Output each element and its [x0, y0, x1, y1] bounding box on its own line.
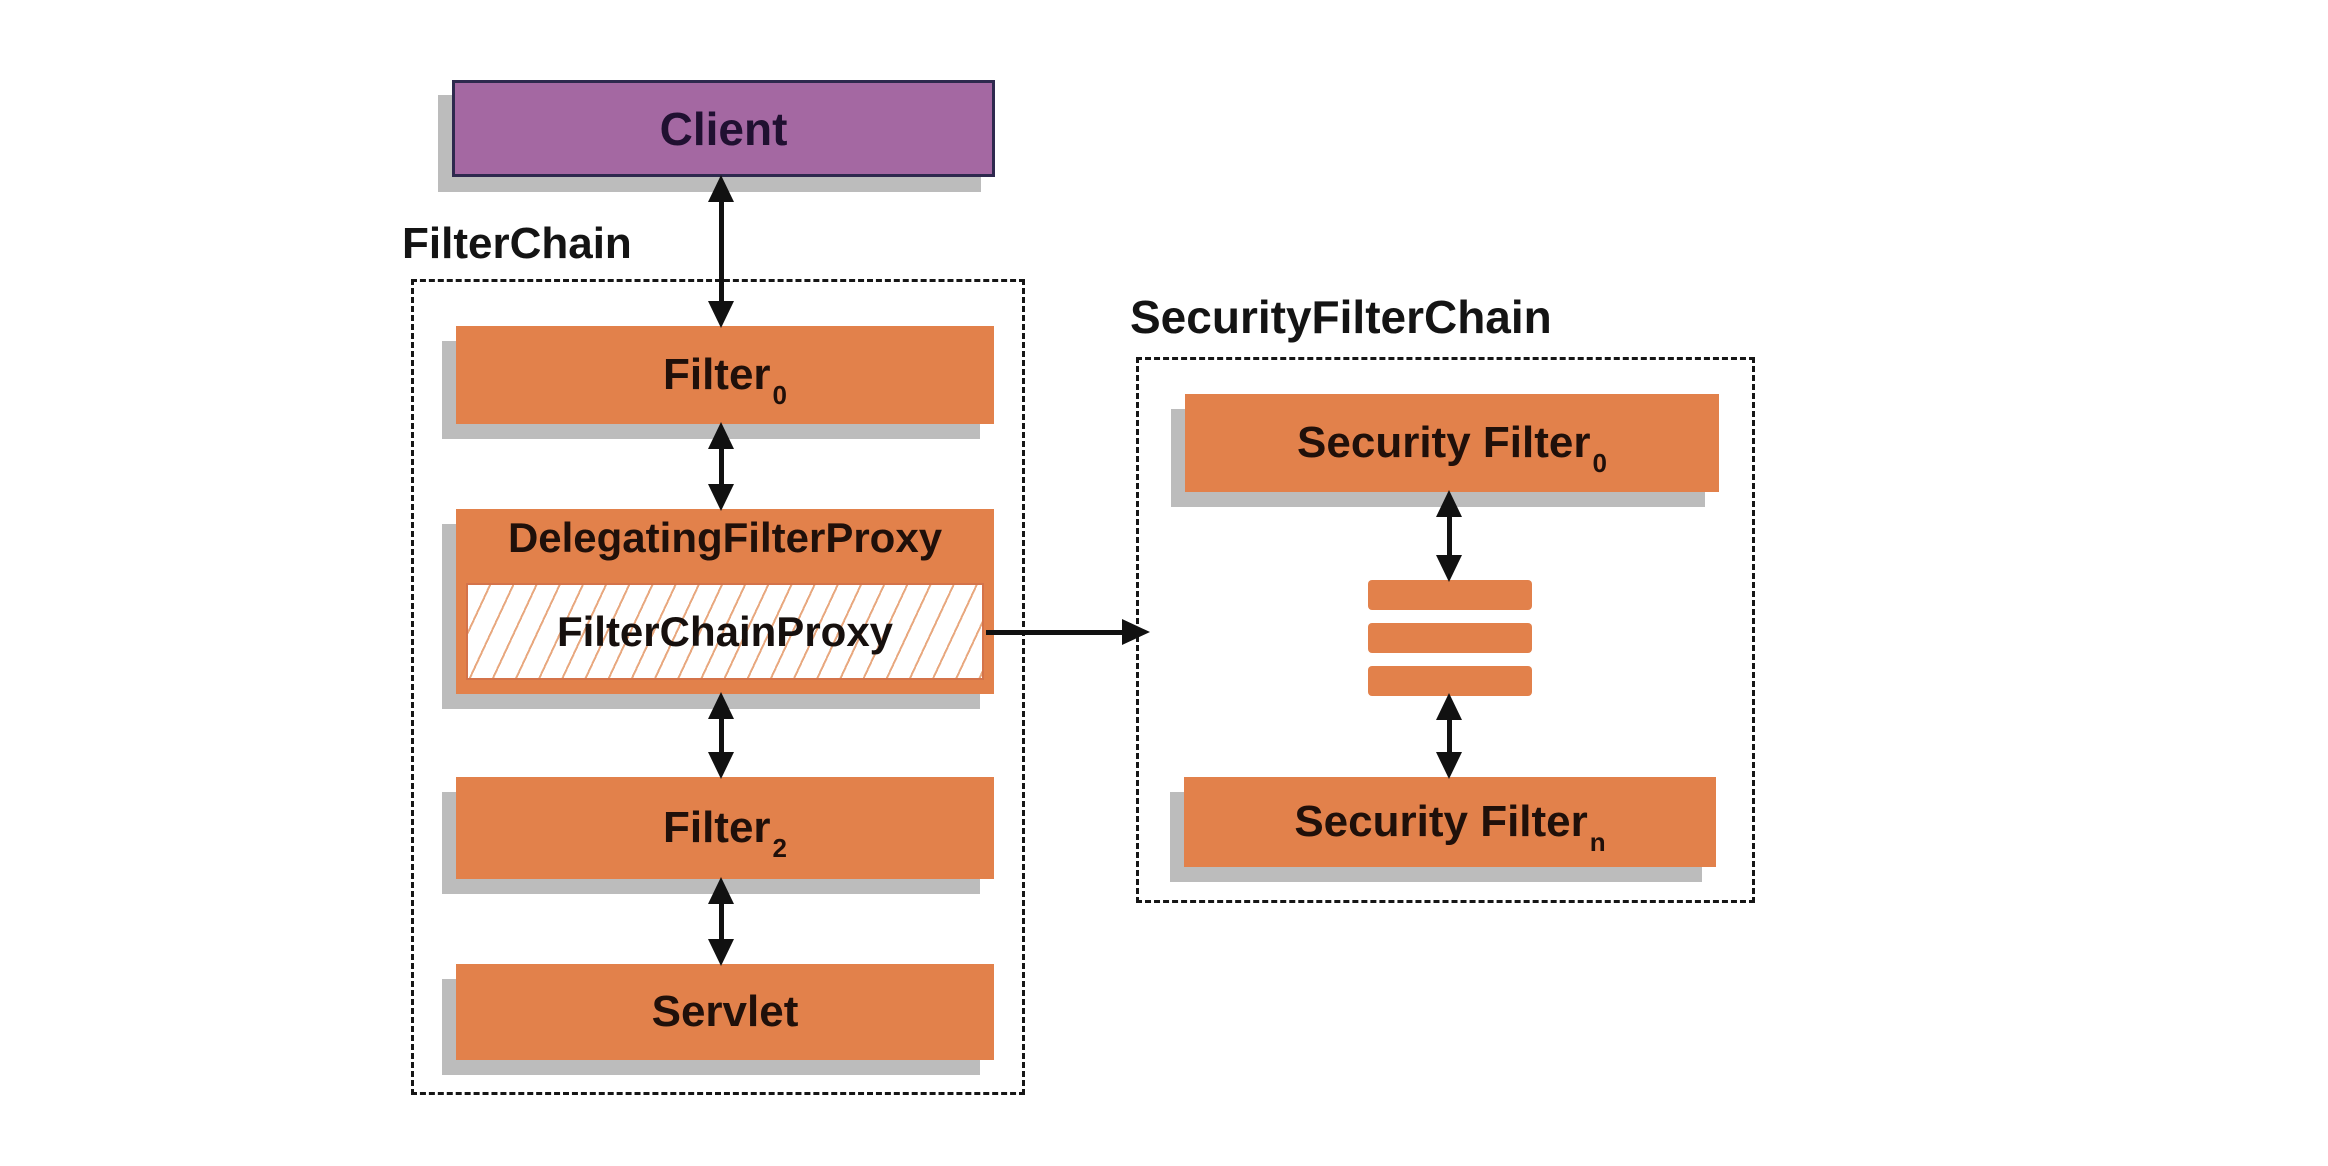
- filter-chain-dashed-box: [411, 279, 1025, 1095]
- arrow-head-down-icon: [1436, 555, 1462, 582]
- filter-chain-proxy-label: FilterChainProxy: [556, 607, 894, 655]
- ellipsis-bar-icon: [1368, 623, 1532, 653]
- arrow-right-filterchainproxy-to-securityfilterchain-icon: [986, 612, 1150, 652]
- security-filter-chain-label: SecurityFilterChain: [1130, 291, 1552, 343]
- security-filter0-label-text: Security Filter: [1297, 418, 1591, 467]
- double-arrow-filter2-servlet-icon: [701, 877, 741, 966]
- double-arrow-ellipsis-securityfiltern-icon: [1429, 693, 1469, 779]
- client-box: Client: [452, 80, 995, 177]
- filter0-label-text: Filter: [662, 350, 771, 399]
- delegating-filter-proxy-label: DelegatingFilterProxy: [507, 514, 943, 561]
- security-filtern-box: Security Filtern: [1184, 777, 1716, 867]
- servlet-box: Servlet: [456, 964, 994, 1060]
- filter2-label: Filter2: [662, 803, 787, 862]
- arrow-head-down-icon: [708, 484, 734, 511]
- double-arrow-securityfilter0-ellipsis-icon: [1429, 490, 1469, 582]
- arrow-line: [719, 897, 724, 946]
- security-filter0-box: Security Filter0: [1185, 394, 1719, 492]
- client-label: Client: [659, 102, 788, 155]
- ellipsis-bar-icon: [1368, 666, 1532, 696]
- arrow-line: [719, 442, 724, 491]
- filter0-label: Filter0: [662, 350, 787, 409]
- arrow-head-down-icon: [708, 752, 734, 779]
- double-arrow-client-filter0-icon: [701, 175, 741, 328]
- filter2-box: Filter2: [456, 777, 994, 879]
- arrow-line: [719, 712, 724, 759]
- security-filter0-subscript: 0: [1592, 448, 1607, 478]
- security-filter0-label: Security Filter0: [1297, 418, 1607, 477]
- security-filtern-subscript: n: [1589, 827, 1606, 857]
- arrow-head-down-icon: [1436, 752, 1462, 779]
- ellipsis-bar-icon: [1368, 580, 1532, 610]
- arrow-head-down-icon: [708, 301, 734, 328]
- filter2-subscript: 2: [772, 833, 788, 863]
- arrow-head-down-icon: [708, 939, 734, 966]
- filter0-subscript: 0: [772, 380, 788, 410]
- arrow-head-right-icon: [1122, 619, 1150, 645]
- arrow-line: [1447, 510, 1452, 562]
- delegating-filter-proxy-box: DelegatingFilterProxy FilterChainProxy: [456, 509, 994, 694]
- filter-chain-label: FilterChain: [402, 219, 632, 268]
- double-arrow-delegatingfilterproxy-filter2-icon: [701, 692, 741, 779]
- arrow-line: [986, 630, 1126, 635]
- filter2-label-text: Filter: [662, 803, 771, 852]
- arrow-line: [1447, 713, 1452, 759]
- security-filtern-label-text: Security Filter: [1294, 797, 1588, 846]
- servlet-label: Servlet: [651, 987, 799, 1036]
- arrow-line: [719, 195, 724, 308]
- filter-chain-proxy-box: FilterChainProxy: [466, 583, 984, 680]
- filter0-box: Filter0: [456, 326, 994, 424]
- double-arrow-filter0-delegatingfilterproxy-icon: [701, 422, 741, 511]
- security-filtern-label: Security Filtern: [1294, 797, 1605, 856]
